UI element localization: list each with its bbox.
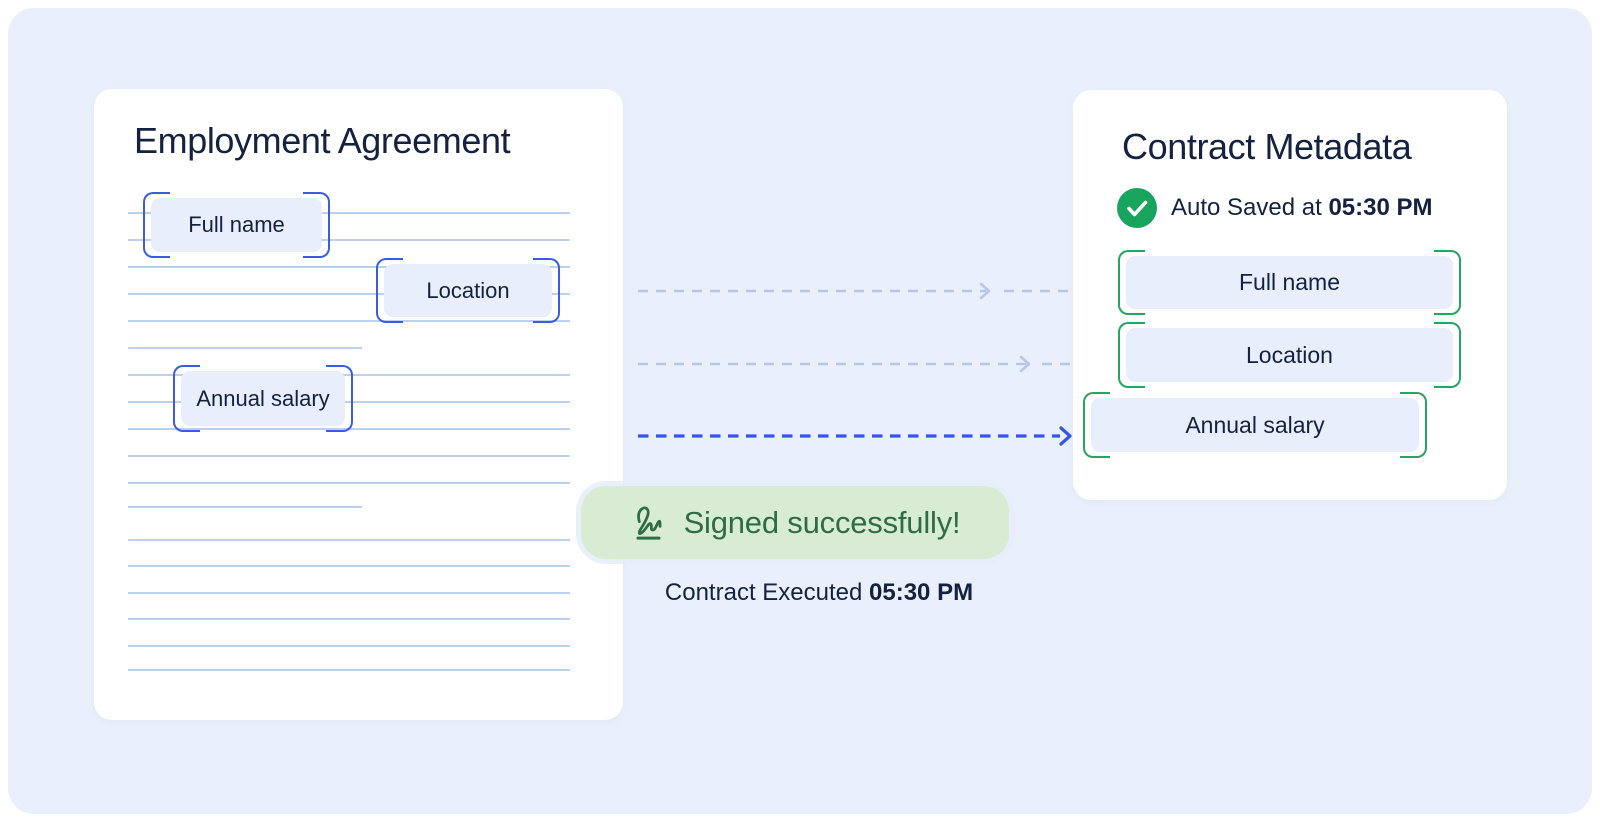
mapping-arrow-annual-salary <box>636 425 1076 447</box>
field-label: Annual salary <box>1185 411 1325 438</box>
ruled-line <box>128 212 570 214</box>
executed-time: 05:30 PM <box>869 579 974 606</box>
ruled-line <box>128 266 570 268</box>
ruled-line <box>128 455 570 457</box>
ruled-line <box>128 592 570 594</box>
ruled-line <box>128 539 570 541</box>
ruled-line <box>128 320 570 322</box>
contract-metadata-card: Contract Metadata Auto Saved at 05:30 PM… <box>1073 90 1507 500</box>
field-chip-surface: Full name <box>1126 256 1453 309</box>
document-ruled-lines <box>128 89 570 720</box>
field-chip-surface: Annual salary <box>181 371 345 426</box>
field-chip-surface: Annual salary <box>1091 398 1419 452</box>
field-chip-full-name: Full name <box>1118 250 1461 315</box>
field-chip-annual-salary: Annual salary <box>1083 392 1427 458</box>
bracket-left-icon <box>376 258 403 323</box>
bracket-right-icon <box>326 365 353 432</box>
background-panel: Employment Agreement Full name <box>8 8 1592 814</box>
bracket-right-icon <box>533 258 560 323</box>
ruled-line <box>128 669 570 671</box>
field-chip-surface: Location <box>1126 328 1453 382</box>
ruled-line <box>128 645 570 647</box>
signature-icon <box>636 506 661 540</box>
ruled-line <box>128 401 570 403</box>
mapping-arrow-full-name <box>636 280 1076 302</box>
ruled-line <box>128 482 570 484</box>
bracket-right-icon <box>1434 250 1461 315</box>
field-chip-location: Location <box>1118 322 1461 388</box>
auto-saved-label: Auto Saved at <box>1171 194 1322 221</box>
contract-executed-caption: Contract Executed 05:30 PM <box>604 579 1034 607</box>
auto-saved-status: Auto Saved at 05:30 PM <box>1117 188 1433 228</box>
field-chip-surface: Location <box>384 264 552 317</box>
ruled-line <box>128 618 570 620</box>
dashed-arrow-icon <box>638 282 1074 300</box>
signed-badge-label: Signed successfully! <box>683 504 961 540</box>
check-icon <box>1117 188 1157 228</box>
bracket-left-icon <box>1118 322 1145 388</box>
field-chip-location: Location <box>376 258 560 323</box>
document-title: Employment Agreement <box>134 120 511 161</box>
field-label: Location <box>426 277 510 303</box>
field-chip-surface: Full name <box>151 198 322 252</box>
ruled-line <box>128 347 363 349</box>
employment-agreement-card: Employment Agreement Full name <box>94 89 623 720</box>
field-label: Annual salary <box>196 385 330 411</box>
dashed-arrow-icon <box>638 426 1072 446</box>
mapping-arrow-location <box>636 353 1076 375</box>
dashed-arrow-icon <box>638 355 1074 373</box>
field-chip-full-name: Full name <box>143 192 330 258</box>
auto-saved-text: Auto Saved at 05:30 PM <box>1171 194 1433 222</box>
signed-badge: Signed successfully! <box>581 486 1009 559</box>
ruled-line <box>128 293 570 295</box>
field-chip-annual-salary: Annual salary <box>173 365 353 432</box>
auto-saved-time: 05:30 PM <box>1328 194 1433 221</box>
bracket-right-icon <box>1434 322 1461 388</box>
ruled-line <box>128 565 570 567</box>
field-label: Full name <box>188 212 285 237</box>
ruled-line <box>128 374 570 376</box>
bracket-left-icon <box>1118 250 1145 315</box>
field-label: Location <box>1246 341 1333 368</box>
bracket-left-icon <box>143 192 170 258</box>
field-label: Full name <box>1239 269 1340 295</box>
ruled-line <box>128 239 570 241</box>
ruled-line <box>128 506 363 508</box>
metadata-title: Contract Metadata <box>1122 126 1412 167</box>
executed-label: Contract Executed <box>664 579 863 606</box>
bracket-left-icon <box>1083 392 1110 458</box>
bracket-right-icon <box>1400 392 1427 458</box>
bracket-left-icon <box>173 365 200 432</box>
bracket-right-icon <box>303 192 330 258</box>
